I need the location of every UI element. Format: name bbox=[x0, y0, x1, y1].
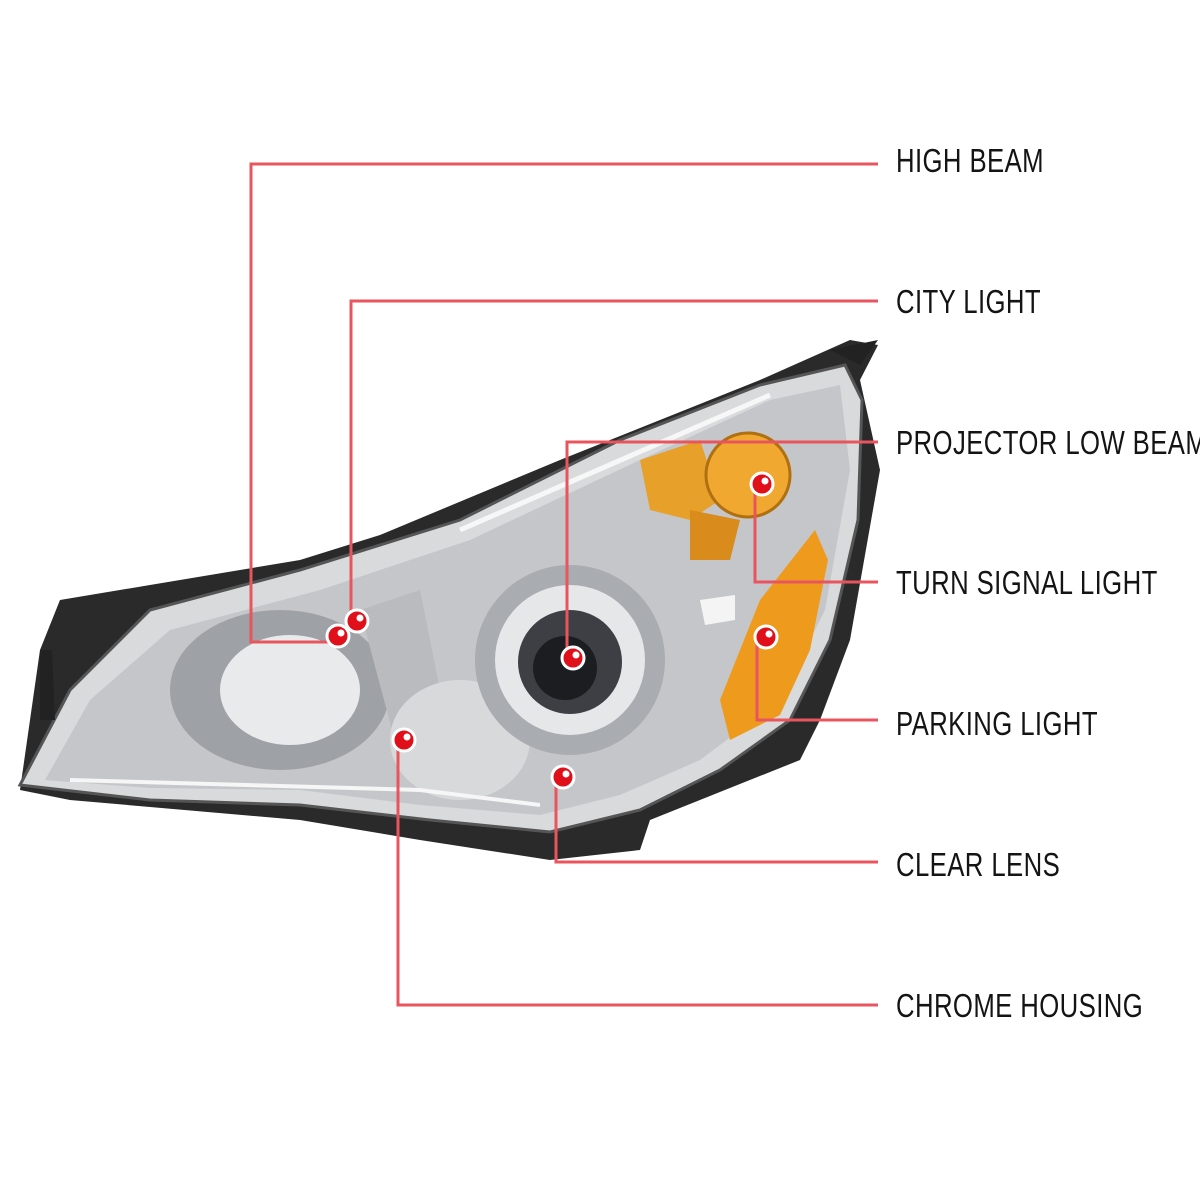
label-high-beam: HIGH BEAM bbox=[896, 142, 1044, 179]
label-parking-light: PARKING LIGHT bbox=[896, 705, 1098, 742]
leader-parking-light bbox=[755, 637, 878, 722]
marker-high-beam bbox=[325, 623, 351, 649]
leader-projector-low-beam bbox=[565, 440, 878, 658]
leader-high-beam bbox=[249, 162, 878, 644]
marker-city-light bbox=[344, 608, 370, 634]
label-chrome-housing: CHROME HOUSING bbox=[896, 987, 1144, 1024]
label-clear-lens: CLEAR LENS bbox=[896, 846, 1061, 883]
label-city-light: CITY LIGHT bbox=[896, 283, 1042, 320]
marker-turn-signal-light bbox=[749, 471, 775, 497]
leader-turn-signal-light bbox=[753, 484, 878, 584]
leader-clear-lens bbox=[554, 777, 878, 864]
headlight-image bbox=[17, 340, 880, 860]
marker-projector-low-beam bbox=[560, 645, 586, 671]
leader-city-light bbox=[349, 299, 878, 621]
label-projector-low-beam: PROJECTOR LOW BEAM bbox=[896, 424, 1200, 461]
marker-clear-lens bbox=[550, 764, 576, 790]
marker-parking-light bbox=[753, 624, 779, 650]
marker-chrome-housing bbox=[391, 727, 417, 753]
leader-chrome-housing bbox=[396, 740, 878, 1007]
label-turn-signal-light: TURN SIGNAL LIGHT bbox=[896, 564, 1158, 601]
